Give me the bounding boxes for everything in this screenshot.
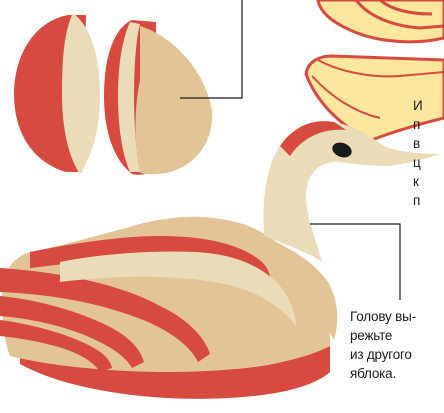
caption-line: режьте: [350, 326, 416, 345]
caption-line: Голову вы-: [350, 307, 416, 326]
caption-line: п: [413, 115, 423, 134]
apple-half-right: [104, 20, 212, 175]
caption-line: ц: [413, 153, 423, 172]
caption-line: к: [413, 172, 423, 191]
caption-line: в: [413, 134, 423, 153]
fanned-apple-slices: [306, 0, 444, 140]
caption-head-note: Голову вы- режьте из другого яблока.: [350, 307, 416, 383]
caption-right-fragment: И п в ц к п: [413, 96, 423, 210]
caption-line: из другого: [350, 345, 416, 364]
caption-line: яблока.: [350, 364, 416, 383]
caption-line: п: [413, 191, 423, 210]
caption-line: И: [413, 96, 423, 115]
apple-half-left: [14, 13, 100, 174]
